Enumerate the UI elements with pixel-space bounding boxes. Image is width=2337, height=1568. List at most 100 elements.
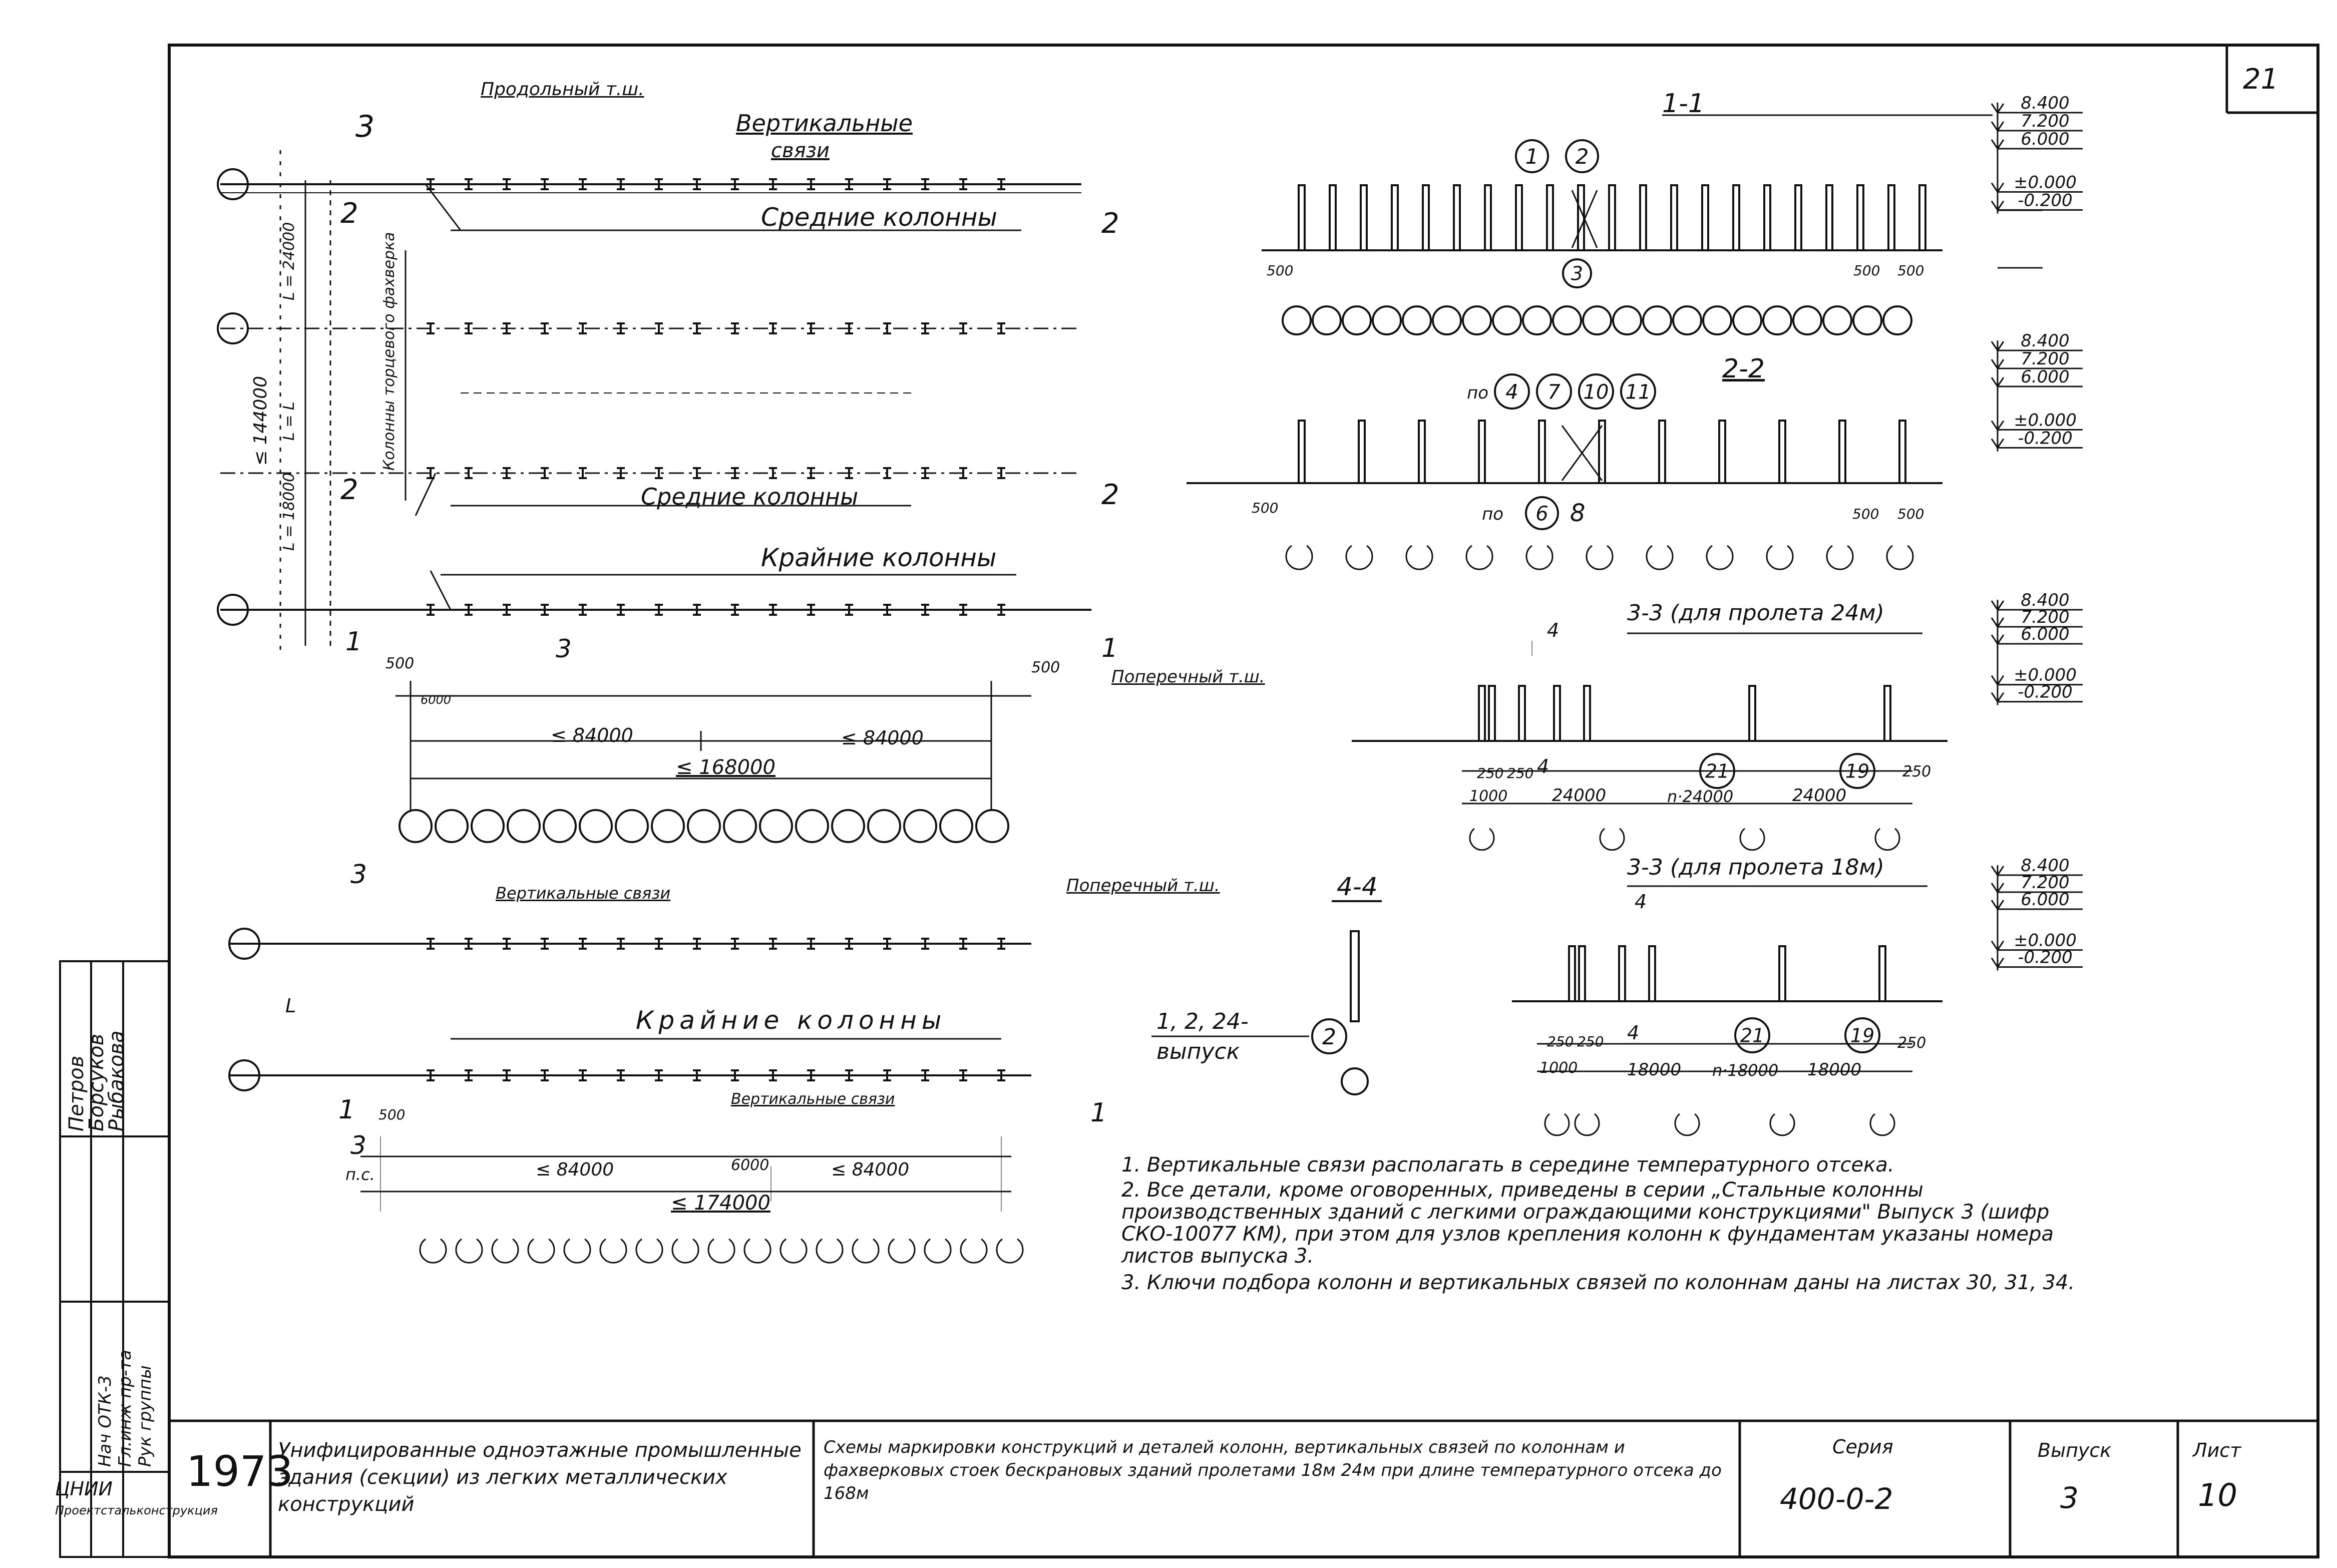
column-marker: [655, 604, 663, 616]
bracing-label-2: связи: [771, 139, 830, 162]
s33a-dim-n24000: n·24000: [1667, 787, 1734, 806]
column-elevation: [1670, 184, 1678, 251]
column-marker: [959, 322, 967, 334]
s11-dim-500-left: 500: [1267, 262, 1294, 279]
level-value: ±0.000: [2014, 665, 2077, 685]
span-L-label: L = L: [280, 402, 298, 441]
s11-dim-500-right: 500: [1853, 262, 1880, 279]
column-marker: [427, 178, 435, 190]
column-marker: [579, 467, 587, 479]
section-mark-1-right-bottom: 1: [1090, 1098, 1107, 1128]
column-marker: [807, 604, 815, 616]
level-value: 7.200: [2021, 873, 2069, 893]
side-stamp-frame: [59, 960, 170, 1558]
level-value: -0.200: [2018, 190, 2073, 210]
plan-top-dimension-chains: [396, 681, 1031, 811]
column-marker: [883, 938, 891, 950]
s11-mark-3-label: 3: [1571, 263, 1583, 285]
column-elevation: [1453, 184, 1461, 251]
section-mark-3-ps: 3: [350, 1131, 366, 1160]
column-marker: [427, 938, 435, 950]
column-marker: [503, 938, 511, 950]
column-marker: [693, 178, 701, 190]
level-value: -0.200: [2018, 948, 2073, 968]
title-block-frame: [169, 1419, 2318, 1557]
column-marker: [655, 178, 663, 190]
section-mark-2-left-b: 2: [340, 474, 358, 506]
axis-bubble-partial: [924, 1238, 952, 1264]
column-elevation: [1577, 184, 1585, 251]
axis-bubble-partial: [1646, 545, 1674, 570]
column-marker: [541, 322, 549, 334]
column-elevation: [1887, 184, 1895, 251]
s22-mark-top-7: [1536, 373, 1572, 410]
level-value: 6.000: [2021, 624, 2069, 644]
section-mark-2-right-b: 2: [1101, 479, 1119, 511]
axis-bubble: [543, 809, 577, 843]
column-elevation: [1701, 184, 1709, 251]
s22-mark-top-10-label: 10: [1584, 380, 1609, 404]
column-marker: [807, 178, 815, 190]
column-marker: [465, 178, 473, 190]
column-marker: [731, 322, 739, 334]
section-4-4: [1151, 900, 1382, 1095]
s22-mark-bottom-6-label: 6: [1535, 502, 1548, 525]
dim-174000: ≤ 174000: [671, 1192, 770, 1215]
column-marker: [465, 604, 473, 616]
s33b-dim-18000-b: 18000: [1807, 1060, 1862, 1080]
column-marker: [731, 604, 739, 616]
title-block-sheet-value: 10: [2198, 1477, 2237, 1513]
axis-bubble-partial: [671, 1238, 699, 1264]
s33b-dim-250-a: 250: [1547, 1033, 1574, 1050]
column-elevation: [1856, 184, 1864, 251]
section-1-1-title: 1-1: [1662, 89, 1705, 119]
column-marker: [693, 467, 701, 479]
column-marker: [579, 604, 587, 616]
column-elevation: [1718, 420, 1726, 484]
column-marker: [541, 938, 549, 950]
axis-bubble: [435, 809, 469, 843]
axis-bubble-partial: [635, 1238, 663, 1264]
column-elevation: [1878, 945, 1886, 1002]
note-3: 3. Ключи подбора колонн и вертикальных с…: [1121, 1271, 2075, 1294]
span-18-label: L = 18000: [280, 472, 298, 551]
column-marker: [427, 604, 435, 616]
section-mark-2-left: 2: [340, 197, 358, 230]
column-marker: [921, 178, 929, 190]
axis-bubble-partial: [491, 1238, 519, 1264]
column-elevation: [1298, 184, 1306, 251]
vertical-bracing-top-label: Вертикальные связи: [496, 884, 671, 903]
level-value: ±0.000: [2014, 410, 2077, 430]
s33b-dim-1000: 1000: [1539, 1059, 1578, 1077]
column-marker: [693, 604, 701, 616]
dim-84000-left-bottom: ≤ 84000: [536, 1159, 614, 1180]
axis-bubble: [759, 809, 793, 843]
title-block-series-value: 400-0-2: [1780, 1482, 1893, 1516]
column-marker: [503, 322, 511, 334]
s22-mark-8: 8: [1570, 499, 1586, 527]
column-elevation: [1918, 184, 1926, 251]
column-marker: [693, 938, 701, 950]
level-value: -0.200: [2018, 682, 2073, 702]
level-value: 7.200: [2021, 349, 2069, 369]
axis-bubble: [1582, 305, 1612, 335]
level-value: 6.000: [2021, 367, 2069, 387]
level-value: 7.200: [2021, 607, 2069, 627]
cross-bracing: [1561, 425, 1603, 481]
column-marker: [845, 1069, 853, 1081]
level-value: 8.400: [2021, 856, 2069, 876]
column-marker: [693, 1069, 701, 1081]
axis-bubble-partial: [852, 1238, 880, 1264]
axis-bubble: [1402, 305, 1432, 335]
level-value: 6.000: [2021, 890, 2069, 910]
title-block-drawing-title: Схемы маркировки конструкций и деталей к…: [824, 1437, 1722, 1503]
axis-bubble: [1642, 305, 1672, 335]
column-marker: [769, 1069, 777, 1081]
column-marker: [617, 178, 625, 190]
column-marker: [883, 604, 891, 616]
axis-bubble: [867, 809, 901, 843]
s22-mark-top-10: [1578, 373, 1614, 410]
axis-bubble-partial: [743, 1238, 771, 1264]
s22-mark-top-11-label: 11: [1626, 380, 1651, 404]
